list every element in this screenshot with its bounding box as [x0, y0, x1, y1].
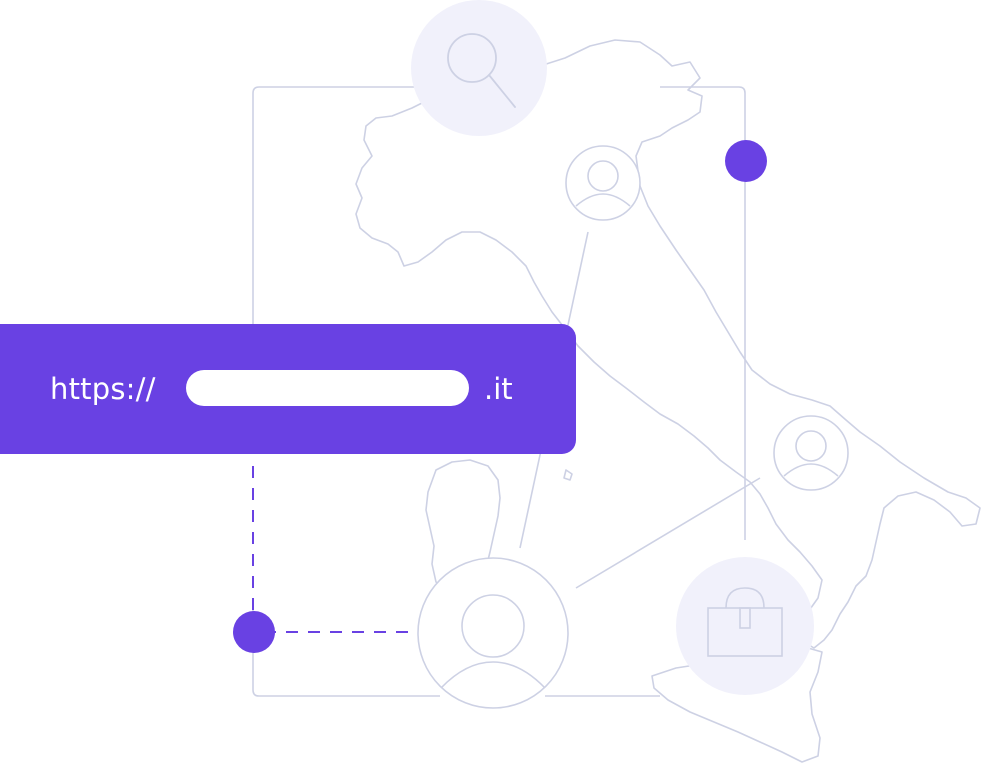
url-tld-label: .it [484, 372, 513, 406]
accent-dot-top [725, 140, 767, 182]
dashed-connector [252, 466, 416, 633]
search-bubble [411, 0, 547, 136]
accent-dot-bottom [233, 611, 275, 653]
user-icon [565, 145, 641, 221]
user-icon [417, 557, 569, 709]
shopping-bag-bubble [676, 557, 814, 695]
frame-outline [252, 86, 746, 697]
url-protocol-label: https:// [50, 372, 156, 406]
domain-input[interactable] [186, 370, 469, 406]
url-bar: https:// .it [0, 324, 576, 454]
shopping-bag-icon [707, 587, 783, 657]
search-icon [447, 33, 516, 108]
user-icon [773, 415, 849, 491]
